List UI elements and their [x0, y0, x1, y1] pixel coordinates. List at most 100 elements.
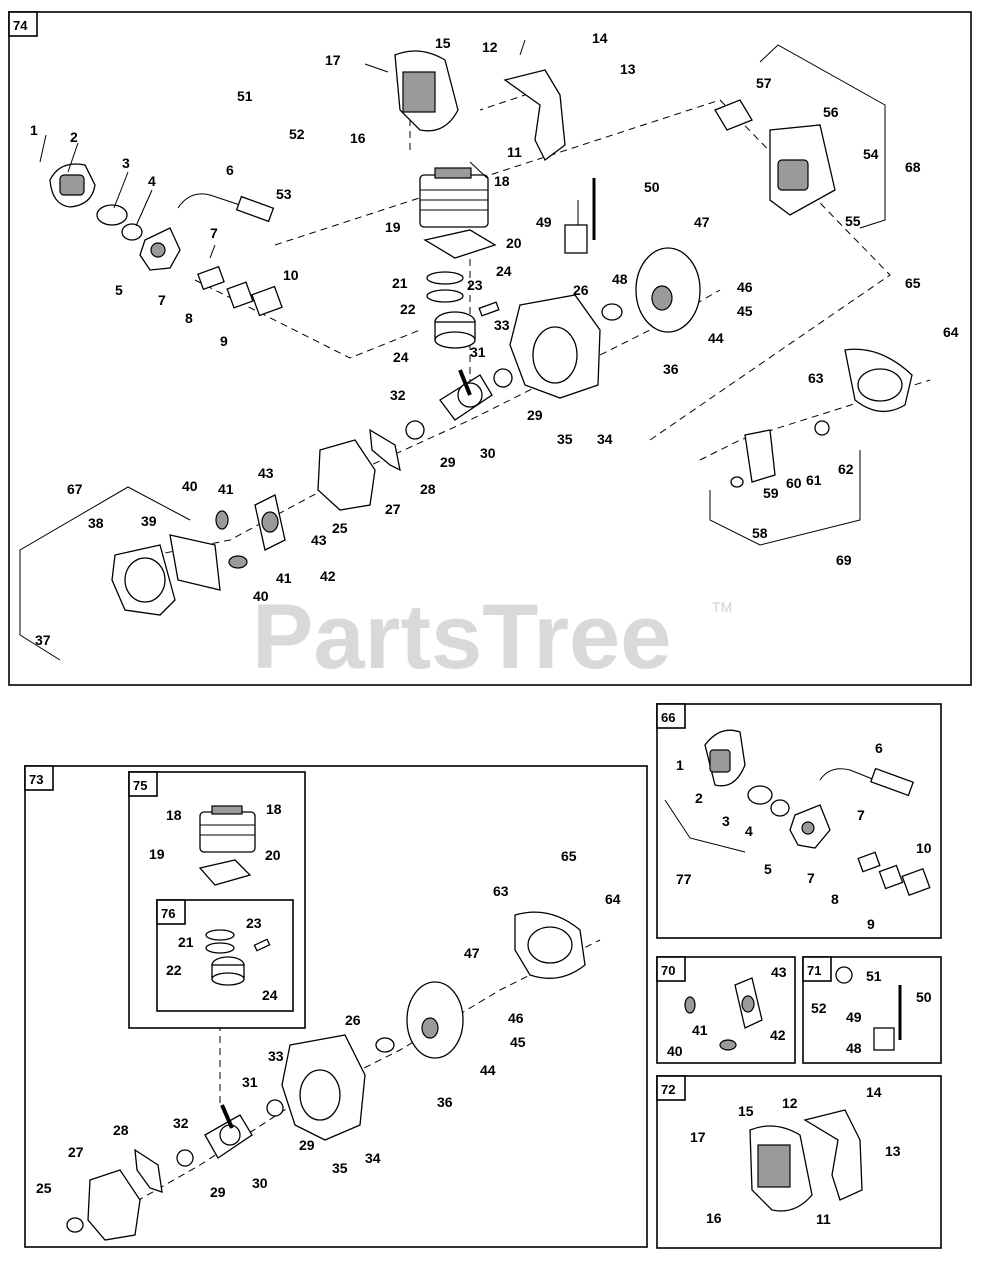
callout: 19 [385, 219, 401, 235]
callout: 52 [811, 1000, 827, 1016]
callout: 43 [258, 465, 274, 481]
callout: 42 [770, 1027, 786, 1043]
callout: 65 [561, 848, 577, 864]
callout: 50 [644, 179, 660, 195]
main-assembly-panel: 74 [8, 11, 972, 686]
callout: 58 [752, 525, 768, 541]
callout: 29 [299, 1137, 315, 1153]
callout: 25 [332, 520, 348, 536]
callout: 49 [846, 1009, 862, 1025]
carb-kit-callouts: 1 2 3 4 5 6 7 7 8 9 10 77 [676, 740, 932, 932]
callout: 48 [612, 271, 628, 287]
callout: 49 [536, 214, 552, 230]
callout: 45 [737, 303, 753, 319]
callout: 41 [692, 1022, 708, 1038]
callout: 2 [70, 129, 78, 145]
callout: 11 [816, 1211, 831, 1227]
callout: 67 [67, 481, 83, 497]
box-tag-70: 70 [661, 963, 675, 978]
callout: 23 [246, 915, 262, 931]
callout: 8 [185, 310, 193, 326]
box-tag-75: 75 [133, 778, 147, 793]
callout: 1 [676, 757, 684, 773]
callout: 40 [182, 478, 198, 494]
callout: 36 [663, 361, 679, 377]
box-tag-71: 71 [807, 963, 821, 978]
pawl-kit-callouts: 40 41 42 43 [667, 964, 787, 1059]
callout: 18 [266, 801, 282, 817]
callout: 65 [905, 275, 921, 291]
callout: 20 [506, 235, 522, 251]
callout: 15 [738, 1103, 754, 1119]
callout: 59 [763, 485, 779, 501]
callout: 42 [320, 568, 336, 584]
callout: 53 [276, 186, 292, 202]
callout: 15 [435, 35, 451, 51]
callout: 4 [148, 173, 156, 189]
callout: 29 [527, 407, 543, 423]
piston-kit-callouts: 21 22 23 24 [166, 915, 278, 1003]
callout: 10 [916, 840, 932, 856]
muffler-kit-callouts: 11 12 13 14 15 16 17 [690, 1084, 901, 1227]
callout: 17 [325, 52, 341, 68]
box-tag-76: 76 [161, 906, 175, 921]
callout: 51 [866, 968, 882, 984]
callout: 19 [149, 846, 165, 862]
callout: 45 [510, 1034, 526, 1050]
muffler-kit-panel: 72 [656, 1075, 942, 1249]
callout: 55 [845, 213, 861, 229]
callout: 7 [857, 807, 865, 823]
callout: 60 [786, 475, 802, 491]
callout: 63 [493, 883, 509, 899]
callout: 28 [420, 481, 436, 497]
callout: 23 [467, 277, 483, 293]
callout: 31 [242, 1074, 258, 1090]
callout: 38 [88, 515, 104, 531]
callout: 50 [916, 989, 932, 1005]
callout: 2 [695, 790, 703, 806]
callout: 24 [496, 263, 512, 279]
callout: 24 [262, 987, 278, 1003]
callout: 62 [838, 461, 854, 477]
callout: 29 [210, 1184, 226, 1200]
callout: 20 [265, 847, 281, 863]
callout: 5 [115, 282, 123, 298]
callout: 54 [863, 146, 879, 162]
watermark-trademark: TM [712, 599, 732, 615]
cylinder-kit-callouts: 18 18 19 20 [149, 801, 282, 863]
callout: 7 [158, 292, 166, 308]
box-tag-66: 66 [661, 710, 675, 725]
callout: 69 [836, 552, 852, 568]
callout: 41 [218, 481, 234, 497]
callout: 8 [831, 891, 839, 907]
shortblock-callouts: 25 26 27 28 29 29 30 31 32 33 34 35 36 4… [36, 848, 621, 1200]
box-tag-73: 73 [29, 772, 43, 787]
callout: 5 [764, 861, 772, 877]
callout: 11 [507, 144, 522, 160]
callout: 21 [178, 934, 194, 950]
callout: 18 [166, 807, 182, 823]
callout: 47 [694, 214, 710, 230]
callout: 9 [867, 916, 875, 932]
pawl-kit-panel: 70 [656, 956, 796, 1064]
callout: 24 [393, 349, 409, 365]
callout: 26 [345, 1012, 361, 1028]
callout: 77 [676, 871, 692, 887]
shortblock-panel: 73 [24, 765, 648, 1248]
callout: 10 [283, 267, 299, 283]
callout: 46 [508, 1010, 524, 1026]
callout: 30 [252, 1175, 268, 1191]
callout: 39 [141, 513, 157, 529]
callout: 44 [480, 1062, 496, 1078]
callout: 43 [311, 532, 327, 548]
callout: 16 [706, 1210, 722, 1226]
callout: 35 [332, 1160, 348, 1176]
callout: 7 [210, 225, 218, 241]
callout: 7 [807, 870, 815, 886]
callout: 34 [597, 431, 613, 447]
callout: 6 [226, 162, 234, 178]
callout: 35 [557, 431, 573, 447]
callout: 25 [36, 1180, 52, 1196]
callout: 12 [482, 39, 498, 55]
